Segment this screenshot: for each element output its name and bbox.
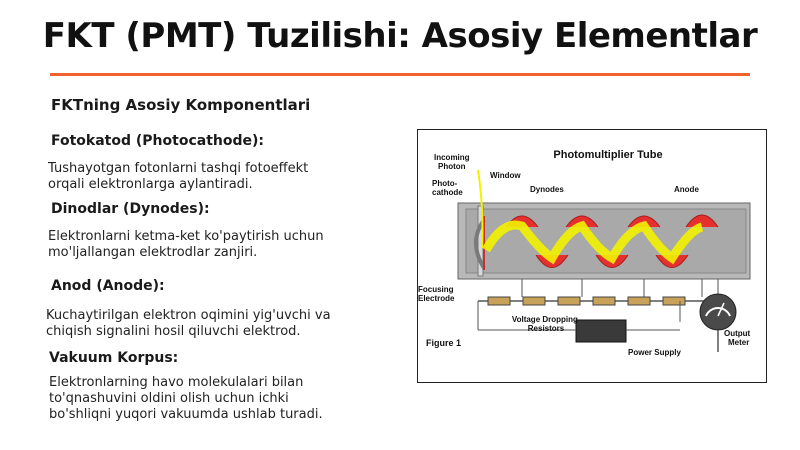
label-photocathode: Photo- cathode <box>432 179 463 197</box>
label-incoming-photon: Incoming Photon <box>434 153 472 171</box>
label-resistors: Voltage Dropping Resistors <box>512 315 580 333</box>
text-anode: Kuchaytirilgan elektron oqimini yig'uvch… <box>46 308 331 339</box>
label-window: Window <box>490 171 521 180</box>
power-supply-box <box>575 319 627 343</box>
label-power-supply: Power Supply <box>628 348 681 357</box>
output-meter <box>699 293 737 331</box>
incoming-photon-ray <box>477 169 484 249</box>
heading-anode: Anod (Anode): <box>51 278 165 294</box>
label-output-meter: Output Meter <box>724 329 752 347</box>
heading-vacuum: Vakuum Korpus: <box>49 350 179 366</box>
label-dynodes: Dynodes <box>530 185 564 194</box>
resistors <box>487 296 686 306</box>
text-photocathode: Tushayotgan fotonlarni tashqi fotoeffekt… <box>48 161 309 192</box>
text-dynodes: Elektronlarni ketma-ket ko'paytirish uch… <box>48 229 324 260</box>
figure-title: Photomultiplier Tube <box>553 149 662 161</box>
label-anode: Anode <box>674 185 699 194</box>
electron-beam <box>482 220 704 265</box>
heading-photocathode: Fotokatod (Photocathode): <box>51 133 264 149</box>
label-figure-number: Figure 1 <box>426 338 461 348</box>
heading-dynodes: Dinodlar (Dynodes): <box>51 201 210 217</box>
section-subtitle: FKTning Asosiy Komponentlari <box>51 96 311 114</box>
pmt-diagram-figure: Photomultiplier Tube <box>417 129 767 383</box>
anode-shape <box>685 214 719 228</box>
label-focusing-electrode: Focusing Electrode <box>418 285 456 303</box>
pmt-diagram: Photomultiplier Tube <box>418 149 752 357</box>
title-underline <box>50 73 750 76</box>
slide-title: FKT (PMT) Tuzilishi: Asosiy Elementlar <box>42 16 758 56</box>
